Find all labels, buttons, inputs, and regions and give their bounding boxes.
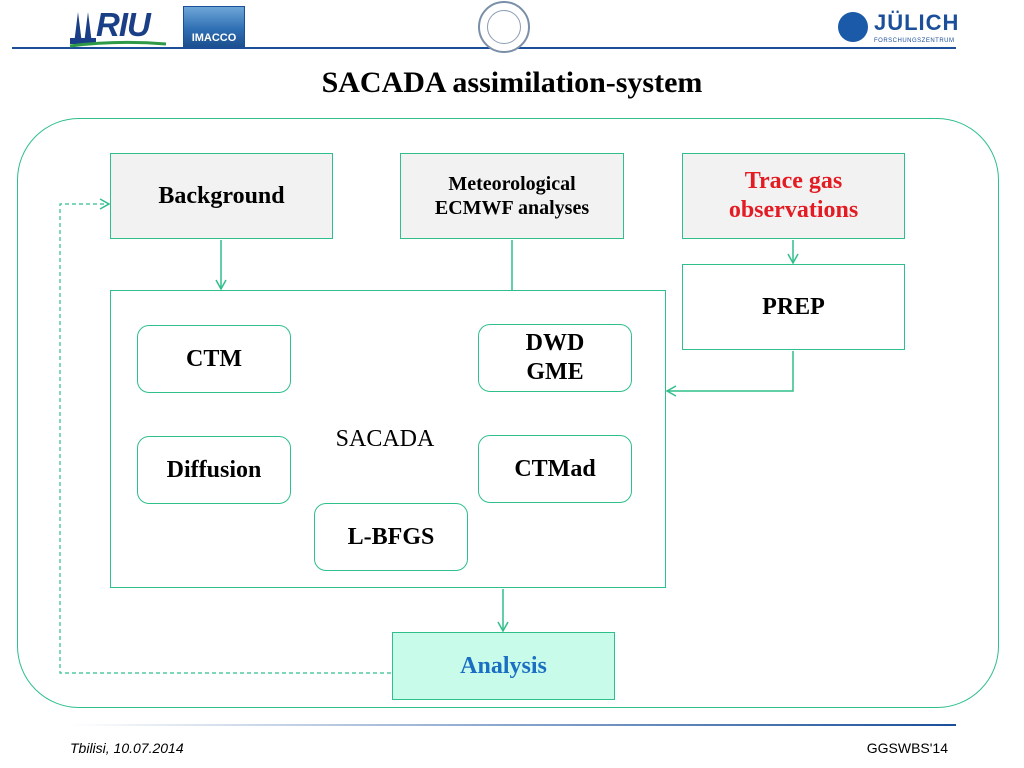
prep-box: PREP bbox=[682, 264, 905, 350]
ctmad-box: CTMad bbox=[478, 435, 632, 503]
footer-conference: GGSWBS'14 bbox=[866, 740, 948, 756]
julich-logo-subtext: FORSCHUNGSZENTRUM bbox=[874, 38, 955, 44]
diffusion-box: Diffusion bbox=[137, 436, 291, 504]
analysis-box: Analysis bbox=[392, 632, 615, 700]
slide-title: SACADA assimilation-system bbox=[321, 66, 703, 99]
meteorological-label-line1: Meteorological bbox=[448, 173, 576, 195]
julich-mark-icon bbox=[838, 12, 868, 42]
ctm-label: CTM bbox=[186, 345, 242, 372]
dwd-label-line1: DWD bbox=[525, 330, 585, 357]
imacco-logo-text: IMACCO bbox=[191, 32, 237, 44]
cathedral-icon bbox=[70, 12, 96, 44]
riu-logo-text: RIU bbox=[96, 6, 151, 43]
imacco-logo: IMACCO bbox=[183, 6, 245, 48]
dwd-gme-box: DWD GME bbox=[478, 324, 632, 392]
meteorological-label-line2: ECMWF analyses bbox=[434, 197, 590, 219]
diffusion-label: Diffusion bbox=[166, 456, 262, 483]
arrow-prep-to-sacada bbox=[665, 351, 794, 397]
trace-gas-label-line1: Trace gas bbox=[744, 168, 843, 195]
background-box: Background bbox=[110, 153, 333, 239]
dwd-label-line2: GME bbox=[526, 359, 584, 385]
university-seal-icon bbox=[478, 1, 530, 53]
system-frame bbox=[17, 118, 999, 708]
riu-swoosh bbox=[69, 40, 167, 48]
analysis-label: Analysis bbox=[460, 652, 547, 679]
trace-gas-box: Trace gas observations bbox=[682, 153, 905, 239]
lbfgs-box: L-BFGS bbox=[314, 503, 468, 571]
sacada-label: SACADA bbox=[335, 426, 435, 452]
ctm-box: CTM bbox=[137, 325, 291, 393]
footer-rule bbox=[68, 724, 956, 726]
prep-label: PREP bbox=[762, 293, 825, 320]
header-rule bbox=[12, 47, 956, 49]
trace-gas-label-line2: observations bbox=[728, 197, 859, 223]
julich-logo: JÜLICH FORSCHUNGSZENTRUM bbox=[838, 10, 958, 50]
footer-location-date: Tbilisi, 10.07.2014 bbox=[70, 740, 184, 756]
julich-logo-text: JÜLICH bbox=[874, 10, 960, 35]
background-label: Background bbox=[158, 182, 285, 209]
lbfgs-label: L-BFGS bbox=[347, 523, 435, 550]
meteorological-box: Meteorological ECMWF analyses bbox=[400, 153, 624, 239]
riu-logo: RIU bbox=[68, 6, 167, 48]
ctmad-label: CTMad bbox=[514, 455, 596, 482]
